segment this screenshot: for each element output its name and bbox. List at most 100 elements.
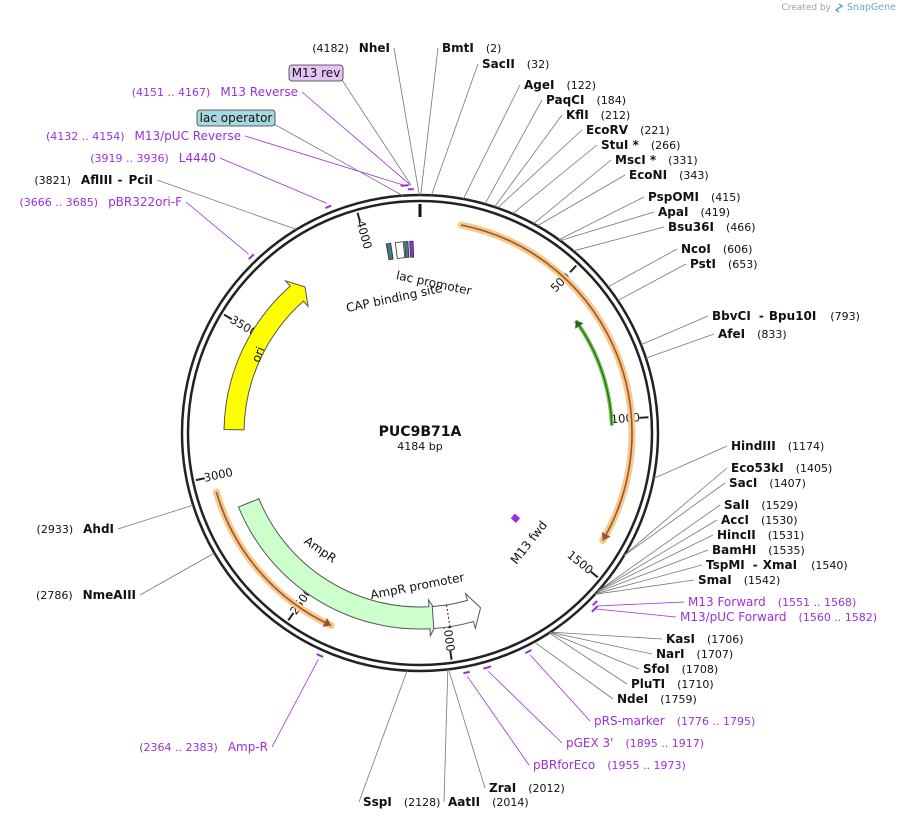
primer-name: M13/pUC Forward: [680, 610, 787, 624]
feature-label: lac operator: [200, 111, 273, 125]
primer-prs-marker: pRS-marker(1776 .. 1795): [594, 714, 755, 728]
site-position: (1540): [811, 559, 848, 572]
lac-operator-leader: [271, 122, 404, 196]
primer-l4440: L4440(3919 .. 3936): [90, 151, 216, 165]
site-leader: [484, 99, 543, 205]
feature-ampr-promoter-label: AmpR promoter: [369, 570, 465, 602]
site-name: AhdI: [83, 522, 114, 536]
primer-range: (1560 .. 1582): [799, 611, 878, 624]
site-name: AflIII: [81, 173, 113, 187]
primer-m13-rev: M13 rev: [288, 64, 344, 82]
site-name: EcoNI: [629, 168, 667, 182]
credit-prefix: Created by: [781, 2, 832, 13]
site-leader: [156, 179, 297, 230]
restriction-site-tspmi: TspMI-XmaI(1540): [706, 558, 848, 572]
orf-1-line: [460, 224, 633, 541]
green-orf-line: [575, 320, 613, 426]
site-leader: [117, 504, 194, 530]
primer-m13-reverse: M13 Reverse(4151 .. 4167): [132, 85, 298, 99]
primer-mark: [524, 649, 532, 655]
primer-leader: [271, 659, 319, 748]
restriction-site-apai: ApaI(419): [658, 205, 730, 219]
restriction-site-smai: SmaI(1542): [698, 573, 780, 587]
primer-leader: [594, 608, 677, 618]
site-name: Bsu36I: [668, 220, 714, 234]
primer-name: Amp-R: [228, 740, 268, 754]
site-leader: [607, 248, 678, 288]
tick-mark: [356, 212, 361, 222]
tick-mark: [223, 313, 233, 321]
site-leader: [549, 632, 640, 670]
site-leader: [448, 669, 486, 789]
site-leader: [573, 226, 665, 252]
primer-mark: [592, 600, 598, 606]
primer-name: L4440: [179, 151, 216, 165]
site-position: (2): [486, 42, 502, 55]
restriction-site-saci: SacI(1407): [729, 476, 806, 490]
primer-leader: [301, 91, 411, 186]
site-leader: [494, 114, 563, 208]
site-name: PaqCI: [546, 93, 584, 107]
primer-leader: [341, 79, 412, 186]
site-leader: [559, 211, 655, 241]
site-position: (1710): [677, 678, 714, 691]
primer-m13-forward: M13 Forward(1551 .. 1568): [688, 595, 856, 609]
primer-mark: [463, 670, 471, 675]
primer-mark: [325, 204, 332, 209]
tick-label: 4000: [354, 219, 375, 251]
site-leader: [431, 63, 479, 196]
primer-name: pBR322ori-F: [108, 195, 182, 209]
site-name: StuI *: [601, 138, 640, 152]
plasmid-length: 4184 bp: [397, 440, 442, 453]
plasmid-name: PUC9B71A: [379, 424, 462, 440]
restriction-site-psti: PstI(653): [690, 257, 758, 271]
site-name: HindIII: [731, 439, 776, 453]
site-leader: [533, 159, 612, 225]
restriction-site-nmeaiii: NmeAIII(2786): [36, 588, 136, 602]
orf-2-arrowhead: [322, 617, 332, 627]
site-name: BamHI: [712, 543, 756, 557]
primer-range: (1955 .. 1973): [607, 759, 686, 772]
site-name: AfeI: [718, 327, 745, 341]
feature-ampr-label: AmpR: [302, 534, 339, 566]
site-name: SacII: [482, 57, 515, 71]
lac-promoter-box: [394, 241, 406, 259]
primer-range: (4132 .. 4154): [46, 130, 125, 143]
site-position: (2933): [37, 523, 74, 536]
tick-mark: [287, 612, 295, 621]
primer-leader: [467, 676, 530, 766]
ori-arrow: [223, 279, 309, 431]
site-position: (2014): [492, 796, 529, 809]
site-leader: [463, 84, 521, 200]
restriction-site-sali: SalI(1529): [724, 498, 798, 512]
restriction-site-stui: StuI *(266): [601, 138, 680, 152]
restriction-site-aatii: AatII(2014): [448, 795, 529, 809]
feature-ori-label: ori: [249, 345, 268, 365]
site-leader: [594, 579, 695, 595]
site-leader: [617, 263, 687, 301]
site-leader: [537, 174, 626, 227]
site-name: BbvCI: [712, 309, 751, 323]
site-leader: [596, 549, 709, 593]
primer-name: M13 rev: [292, 66, 341, 80]
primer-leader: [244, 135, 405, 186]
site-position: (2128): [404, 796, 441, 809]
primer-mark: [316, 653, 324, 658]
primer-pgex-3: pGEX 3'(1895 .. 1917): [566, 736, 704, 750]
site-separator: -: [759, 309, 764, 323]
snapgene-logo-icon: [834, 2, 844, 13]
restriction-site-paqci: PaqCI(184): [546, 93, 626, 107]
tick-mark: [590, 570, 599, 579]
site-position: (1708): [682, 663, 719, 676]
site-position: (122): [566, 79, 596, 92]
site-position: (1174): [788, 440, 825, 453]
green-orf-arrowhead: [575, 320, 584, 329]
site-leader: [533, 641, 614, 700]
site-name: NheI: [359, 41, 390, 55]
primer-name: M13 Forward: [688, 595, 766, 609]
site-leader: [548, 632, 628, 685]
site-leader: [550, 631, 663, 640]
primer-pbr322ori-f: pBR322ori-F(3666 .. 3685): [20, 195, 183, 209]
restriction-site-ahdi: AhdI (2933): [37, 522, 114, 536]
primer-range: (4151 .. 4167): [132, 86, 211, 99]
